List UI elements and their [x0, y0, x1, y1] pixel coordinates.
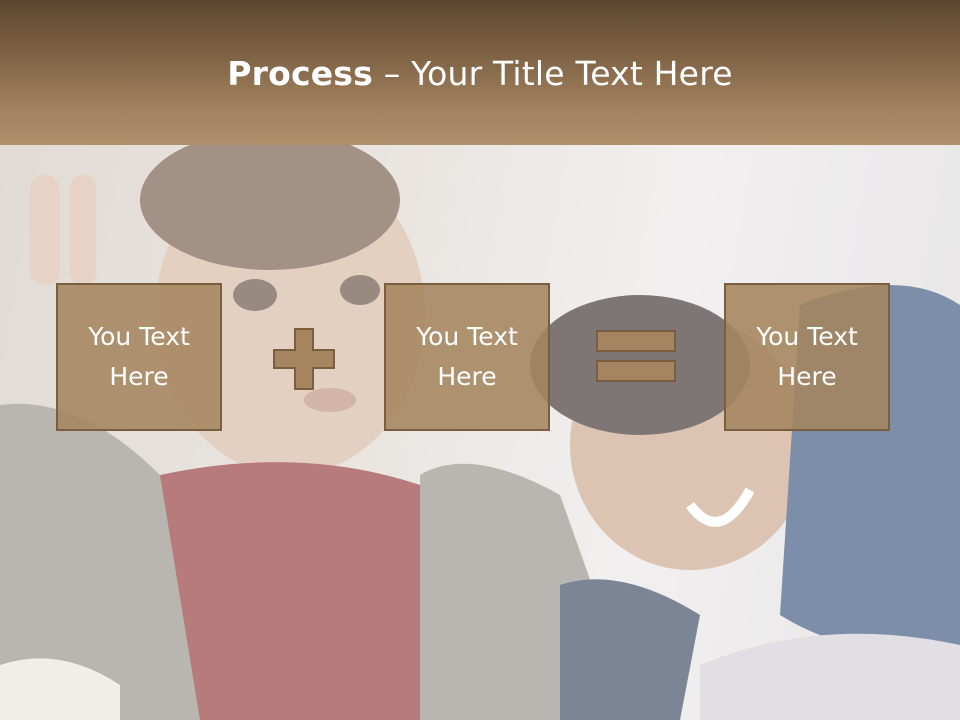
title-bold: Process	[227, 54, 373, 93]
children-photo-illustration	[0, 145, 960, 720]
process-step-2: You Text Here	[384, 283, 550, 431]
process-step-1: You Text Here	[56, 283, 222, 431]
title-text: Your Title Text Here	[411, 54, 733, 93]
process-step-3: You Text Here	[724, 283, 890, 431]
step-2-label: You Text Here	[416, 322, 518, 391]
plus-icon	[273, 328, 335, 390]
background-photo	[0, 145, 960, 720]
equals-icon	[596, 330, 676, 382]
step-3-label: You Text Here	[756, 322, 858, 391]
slide-title: Process – Your Title Text Here	[0, 52, 960, 96]
title-separator: –	[373, 54, 412, 93]
title-bar: Process – Your Title Text Here	[0, 0, 960, 145]
step-1-label: You Text Here	[88, 322, 190, 391]
